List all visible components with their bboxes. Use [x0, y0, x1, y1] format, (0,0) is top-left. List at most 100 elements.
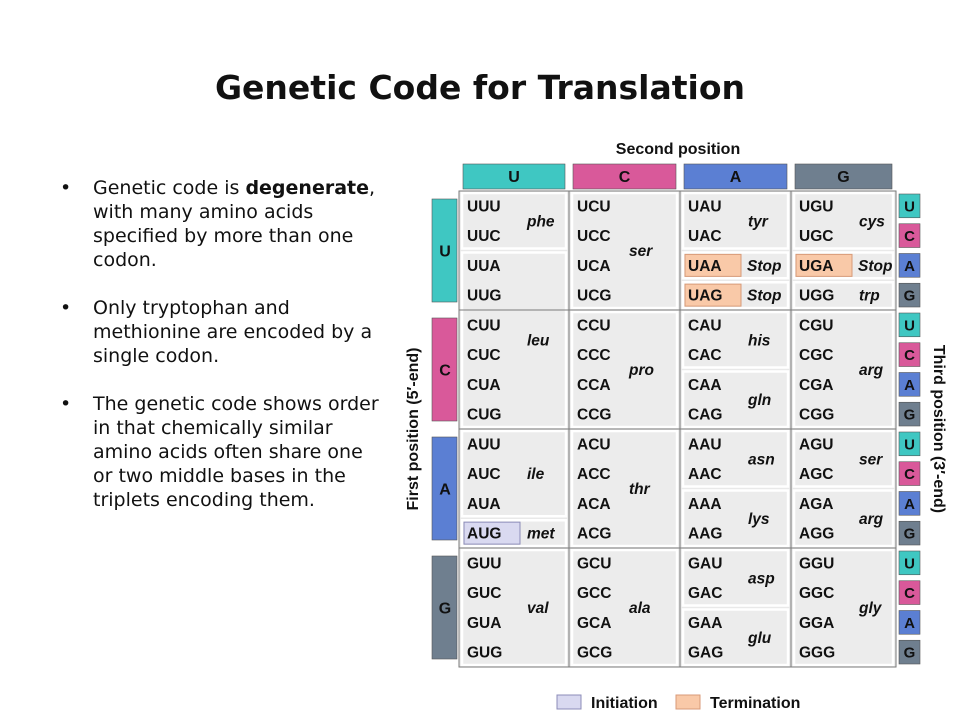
- third-position-base-label: U: [904, 317, 915, 334]
- third-position-box-u: [898, 312, 921, 338]
- amino-acid-label: gln: [747, 392, 771, 409]
- bullet-list: Genetic code is degenerate, with many am…: [60, 176, 380, 536]
- second-position-base-label: U: [508, 169, 520, 186]
- third-position-box-c: [898, 580, 921, 605]
- third-position-base-label: G: [904, 407, 916, 424]
- second-position-header-u: [462, 163, 566, 190]
- amino-acid-group-box: [570, 191, 679, 310]
- codon-label: UCC: [577, 228, 611, 245]
- amino-acid-label: tyr: [748, 213, 769, 230]
- codon-label: AGU: [799, 436, 833, 453]
- first-position-block-a: [431, 436, 458, 541]
- codon-label: AUC: [467, 466, 501, 483]
- codon-label: GCG: [577, 645, 612, 662]
- codon-label: CGG: [799, 407, 834, 424]
- codon-label: UGU: [799, 198, 833, 215]
- codon-label: CCG: [577, 407, 611, 424]
- codon-label: CUG: [467, 407, 501, 424]
- codon-label: UAA: [688, 258, 722, 275]
- codon-label: GGA: [799, 615, 834, 632]
- codon-label: CGC: [799, 347, 833, 364]
- bullet-item: Only tryptophan and methionine are encod…: [60, 296, 380, 368]
- codon-label: GAC: [688, 585, 722, 602]
- amino-acid-group-box: [681, 310, 790, 369]
- codon-label: UUU: [467, 198, 501, 215]
- bullet-text: The genetic code shows order in that che…: [93, 393, 379, 511]
- amino-acid-group-box: [681, 489, 790, 548]
- codon-label: GAG: [688, 645, 723, 662]
- third-position-base-label: A: [904, 258, 915, 275]
- second-position-header-a: [683, 163, 788, 190]
- amino-acid-label: Stop: [858, 258, 892, 275]
- slide-title: Genetic Code for Translation: [214, 68, 746, 107]
- first-position-base-label: C: [439, 363, 451, 380]
- amino-acid-group-box: [460, 191, 568, 250]
- first-position-base-label: A: [439, 482, 451, 499]
- codon-label: AUU: [467, 436, 501, 453]
- third-position-box-a: [898, 372, 921, 397]
- amino-acid-label: his: [748, 332, 771, 349]
- third-position-box-u: [898, 431, 921, 457]
- third-position-base-label: C: [904, 585, 915, 602]
- amino-acid-group-box: [792, 191, 895, 250]
- codon-label: AAA: [688, 496, 722, 513]
- third-position-base-label: A: [904, 496, 915, 513]
- codon-label: UUC: [467, 228, 501, 245]
- codon-label: AAC: [688, 466, 722, 483]
- codon-label: UAC: [688, 228, 722, 245]
- amino-acid-label: gly: [858, 600, 883, 617]
- amino-acid-group-box: [792, 548, 895, 667]
- third-position-label: Third position (3′-end): [930, 345, 947, 513]
- codon-label: CCC: [577, 347, 611, 364]
- codon-label: ACA: [577, 496, 611, 513]
- amino-acid-group-box: [792, 281, 895, 310]
- amino-acid-label: Stop: [747, 288, 781, 305]
- amino-acid-group-box: [792, 429, 895, 488]
- codon-label: GCU: [577, 555, 611, 572]
- codon-label: CUC: [467, 347, 501, 364]
- codon-label: UAG: [688, 288, 722, 305]
- amino-acid-label: thr: [629, 481, 651, 498]
- codon-label: ACG: [577, 526, 611, 543]
- third-position-base-label: A: [904, 377, 915, 394]
- legend-termination-swatch: [675, 694, 701, 710]
- codon-label: GGC: [799, 585, 834, 602]
- codon-label: GAA: [688, 615, 722, 632]
- amino-acid-group-box: [570, 310, 679, 429]
- third-position-base-label: U: [904, 436, 915, 453]
- codon-label: UCG: [577, 288, 611, 305]
- codon-label: CCU: [577, 317, 611, 334]
- amino-acid-group-box: [460, 429, 568, 518]
- amino-acid-group-box: [792, 489, 895, 548]
- codon-label: AGA: [799, 496, 833, 513]
- amino-acid-label: ser: [629, 243, 653, 260]
- second-position-label: Second position: [616, 141, 740, 158]
- codon-label: AGG: [799, 526, 834, 543]
- third-position-base-label: U: [904, 198, 915, 215]
- codon-label: UGC: [799, 228, 833, 245]
- legend-initiation-label: Initiation: [591, 695, 658, 712]
- second-position-base-label: G: [837, 169, 849, 186]
- bullet-item: Genetic code is degenerate, with many am…: [60, 176, 380, 272]
- third-position-box-a: [898, 491, 921, 516]
- amino-acid-label: arg: [859, 362, 884, 379]
- codon-label: GUU: [467, 555, 501, 572]
- bullet-text: , with many amino acids specified by mor…: [93, 177, 376, 271]
- codon-label: UAU: [688, 198, 722, 215]
- first-position-base-label: U: [439, 244, 451, 261]
- second-position-base-label: A: [730, 169, 742, 186]
- codon-label: CGA: [799, 377, 833, 394]
- codon-label: UGA: [799, 258, 833, 275]
- third-position-box-c: [898, 342, 921, 367]
- amino-acid-group-box: [792, 310, 895, 429]
- third-position-box-g: [898, 520, 921, 546]
- third-position-box-c: [898, 223, 921, 248]
- codon-label: AUG: [467, 526, 501, 543]
- third-position-box-u: [898, 193, 921, 219]
- codon-label: GGU: [799, 555, 834, 572]
- codon-label: GUC: [467, 585, 501, 602]
- codon-label: CUU: [467, 317, 501, 334]
- codon-highlight: [795, 253, 853, 277]
- codon-label: AAG: [688, 526, 722, 543]
